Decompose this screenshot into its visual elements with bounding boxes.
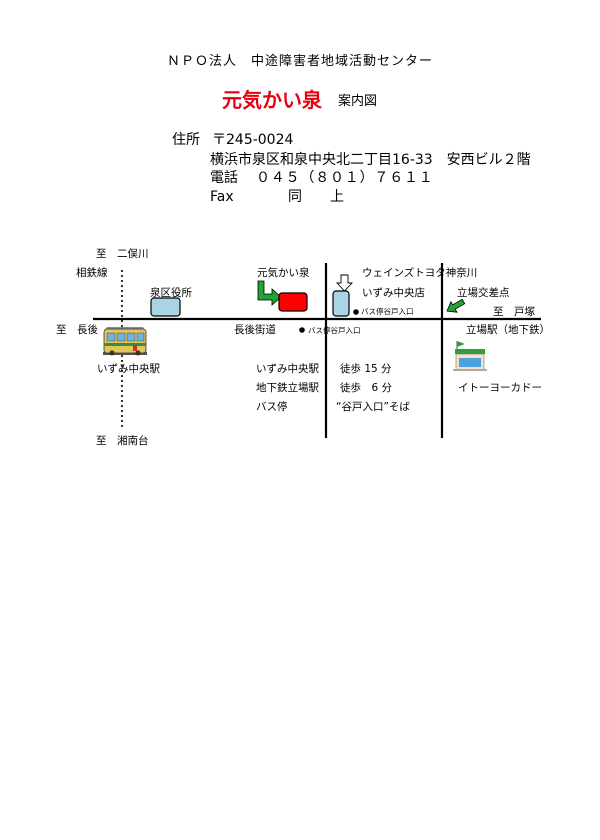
access-detail: 徒歩 15 分 [340, 363, 392, 375]
intersection-pointer-arrow-icon [446, 298, 466, 313]
fax-label: Fax [210, 189, 234, 205]
phone-label: 電話 [210, 170, 238, 186]
train-wheel [135, 350, 141, 356]
direction-futamatagawa: 至 二俣川 [96, 248, 149, 260]
postal-code: 〒245-0024 [212, 132, 294, 148]
direction-chogo: 至 長後 [56, 324, 98, 336]
supermarket-label: いずみ中央店 [362, 287, 425, 299]
train-rail [103, 352, 147, 355]
center-location-label: 元気かい泉 [257, 267, 310, 279]
ward-office-label: 泉区役所 [150, 287, 192, 299]
train-window [106, 332, 116, 342]
document-subtitle: 案内図 [338, 94, 378, 109]
railway-label: 相鉄線 [76, 267, 108, 279]
center-building [278, 292, 308, 312]
direction-totsuka: 至 戸塚 [493, 306, 535, 318]
road-name-label: 長後街道 [234, 324, 276, 336]
center-pointer-arrow-icon [257, 280, 282, 306]
train-wheel [109, 350, 115, 356]
facility-title: 元気かい泉 [222, 88, 322, 112]
fax-number: 同 上 [288, 189, 344, 205]
direction-shonandai: 至 湘南台 [96, 435, 149, 447]
izumi-chuo-station-label: いずみ中央駅 [97, 363, 160, 375]
tateba-station-label: 立場駅（地下鉄） [466, 324, 550, 336]
store-roof [455, 349, 485, 354]
train-window [126, 332, 136, 342]
store-front-glass [459, 358, 481, 367]
store-ground [453, 369, 487, 371]
bus-stop-north-label: バス停谷戸入口 [361, 307, 414, 316]
bus-stop-south-marker [299, 327, 305, 333]
access-from: バス停 [256, 401, 288, 413]
street-address: 横浜市泉区和泉中央北二丁目16-33 安西ビル２階 [210, 152, 531, 168]
store-icon [453, 341, 487, 371]
train-window [116, 332, 126, 342]
train-door [133, 345, 137, 351]
bus-stop-south-label: バス停谷戸入口 [308, 326, 361, 335]
supermarket-pointer-arrow-icon [335, 274, 354, 292]
intersection-label: 立場交差点 [457, 287, 510, 299]
bus-stop-north-marker [353, 309, 359, 315]
car-dealer-label: ウェインズトヨタ神奈川 [362, 267, 478, 279]
access-from: 地下鉄立場駅 [256, 382, 319, 394]
phone-number: ０４５（８０１）７６１１ [256, 170, 434, 186]
store-flag [457, 341, 465, 347]
access-from: いずみ中央駅 [256, 363, 319, 375]
train-window [136, 332, 145, 342]
ward-office-building [150, 297, 181, 317]
address-label: 住所 [172, 132, 200, 148]
train-stripe [104, 343, 146, 346]
access-detail: “谷戸入口”そば [336, 401, 410, 413]
access-detail: 徒歩 6 分 [340, 382, 393, 394]
organization-name: ＮＰＯ法人 中途障害者地域活動センター [166, 54, 433, 69]
ito-yokado-label: イトーヨーカドー [458, 382, 542, 394]
supermarket-building [332, 290, 350, 317]
train-icon [103, 327, 147, 356]
